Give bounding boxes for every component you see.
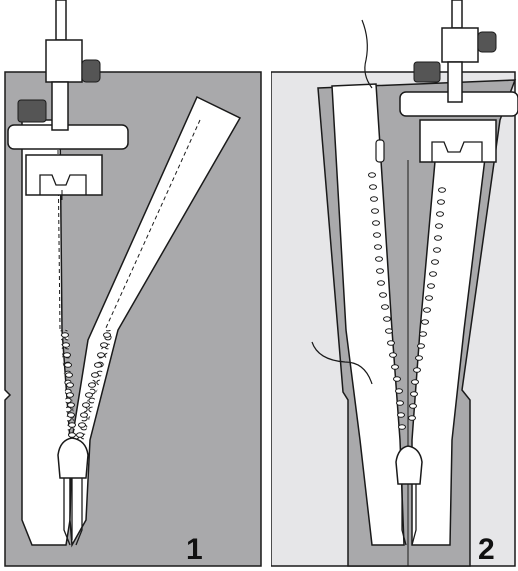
panel-label-2: 2 [478, 535, 495, 565]
panel-label-1: 1 [186, 535, 203, 565]
zipper-pull-tab [376, 140, 384, 162]
panel-1 [5, 0, 261, 566]
panel-divider [262, 60, 271, 571]
panel-2 [271, 0, 518, 566]
